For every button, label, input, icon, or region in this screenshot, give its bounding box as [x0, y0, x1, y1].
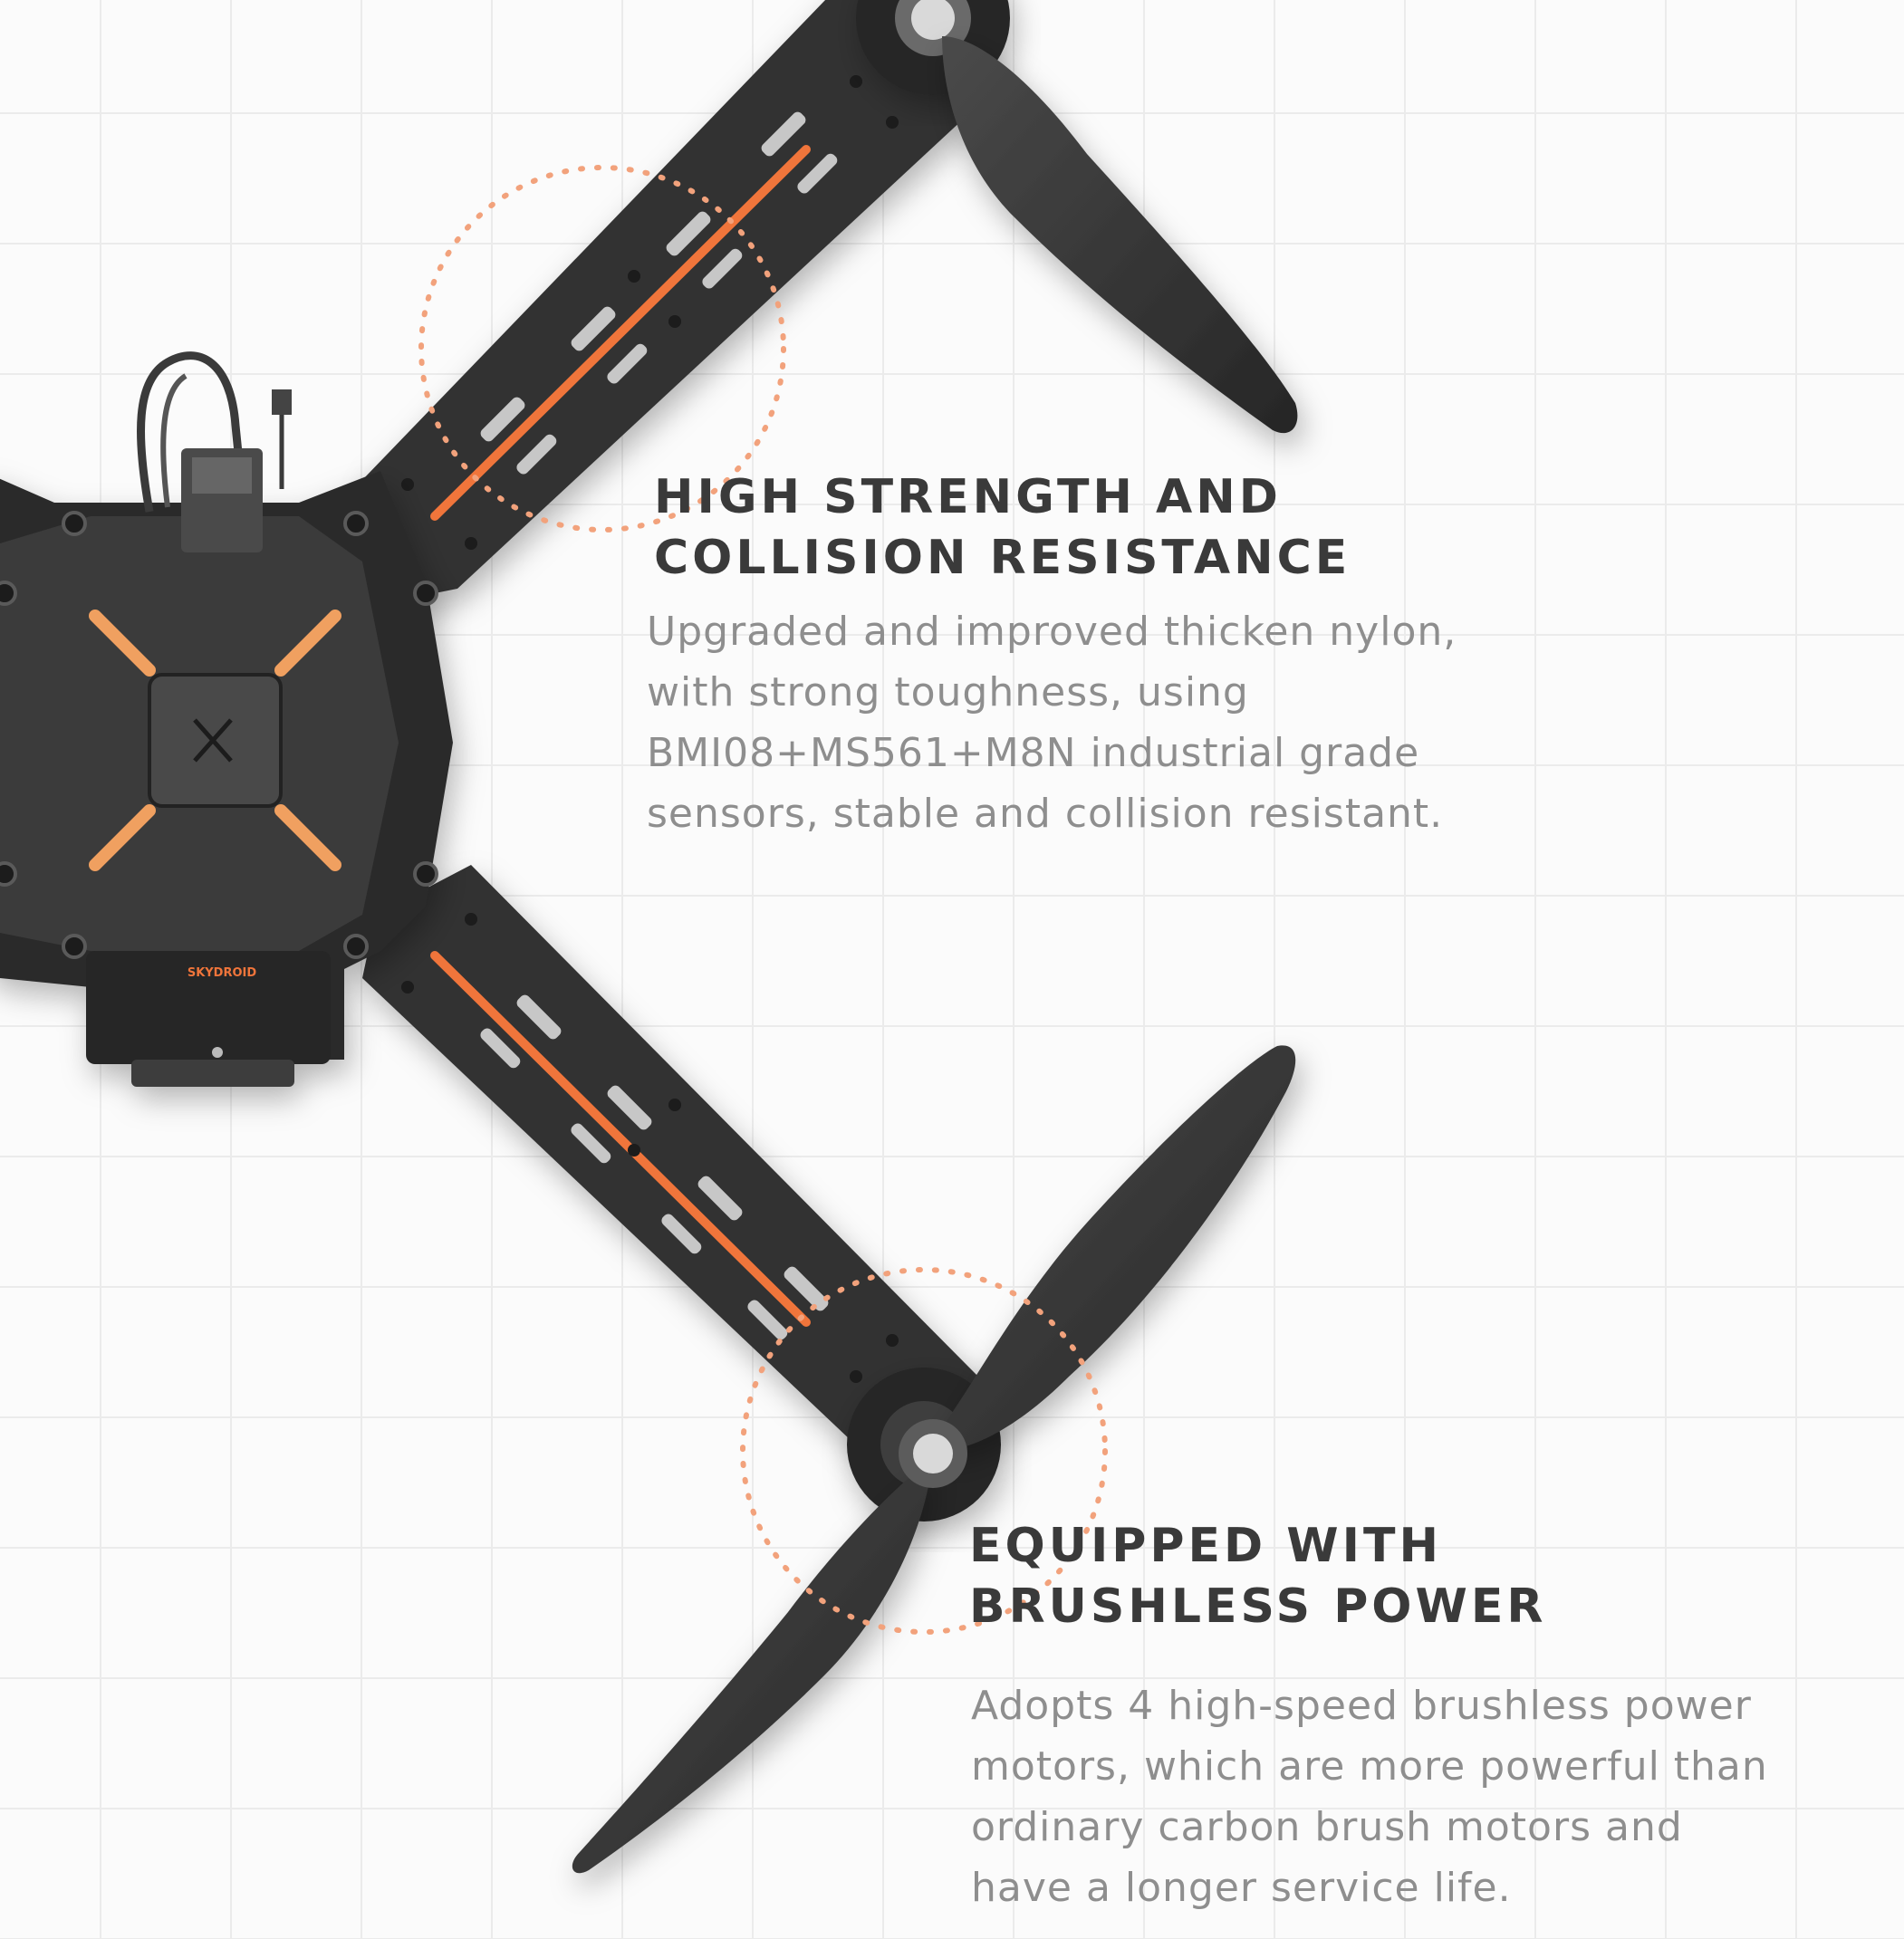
feature-title-line: BRUSHLESS POWER: [969, 1579, 1547, 1634]
cable-connector: [137, 351, 292, 552]
feature-description-line: Upgraded and improved thicken nylon,: [647, 609, 1457, 655]
feature-title: EQUIPPED WITH BRUSHLESS POWER: [969, 1516, 1768, 1637]
feature-description: Adopts 4 high-speed brushless power moto…: [971, 1675, 1768, 1918]
bottom-propeller-upper-blade: [924, 1045, 1296, 1451]
top-propeller: [942, 36, 1298, 434]
feature-description-line: have a longer service life.: [971, 1865, 1512, 1911]
feature-title: HIGH STRENGTH AND COLLISION RESISTANCE: [654, 467, 1457, 589]
feature-description: Upgraded and improved thicken nylon, wit…: [647, 601, 1457, 844]
feature-title-line: EQUIPPED WITH: [969, 1519, 1443, 1573]
drone-body: SKYDROID: [0, 471, 453, 1087]
feature-description-line: ordinary carbon brush motors and: [971, 1804, 1683, 1850]
bottom-propeller-hub: [899, 1419, 967, 1488]
lower-arm: [362, 865, 978, 1458]
brand-mark: SKYDROID: [188, 966, 257, 980]
feature-description-line: motors, which are more powerful than: [971, 1743, 1768, 1790]
bottom-propeller-lower-blade: [572, 1458, 933, 1874]
feature-description-line: with strong toughness, using: [647, 669, 1249, 715]
feature-description-line: BMI08+MS561+M8N industrial grade: [647, 730, 1420, 776]
callout-circle-motor: [740, 1267, 1108, 1635]
feature-brushless-power: EQUIPPED WITH BRUSHLESS POWER Adopts 4 h…: [969, 1516, 1768, 1918]
feature-title-line: HIGH STRENGTH AND: [654, 470, 1282, 524]
feature-description-line: Adopts 4 high-speed brushless power: [971, 1683, 1752, 1729]
upper-arm: [362, 0, 965, 598]
callout-circle-arm: [418, 165, 786, 533]
feature-collision-resistance: HIGH STRENGTH AND COLLISION RESISTANCE U…: [647, 467, 1457, 844]
feature-description-line: sensors, stable and collision resistant.: [647, 791, 1444, 837]
feature-title-line: COLLISION RESISTANCE: [654, 531, 1351, 585]
